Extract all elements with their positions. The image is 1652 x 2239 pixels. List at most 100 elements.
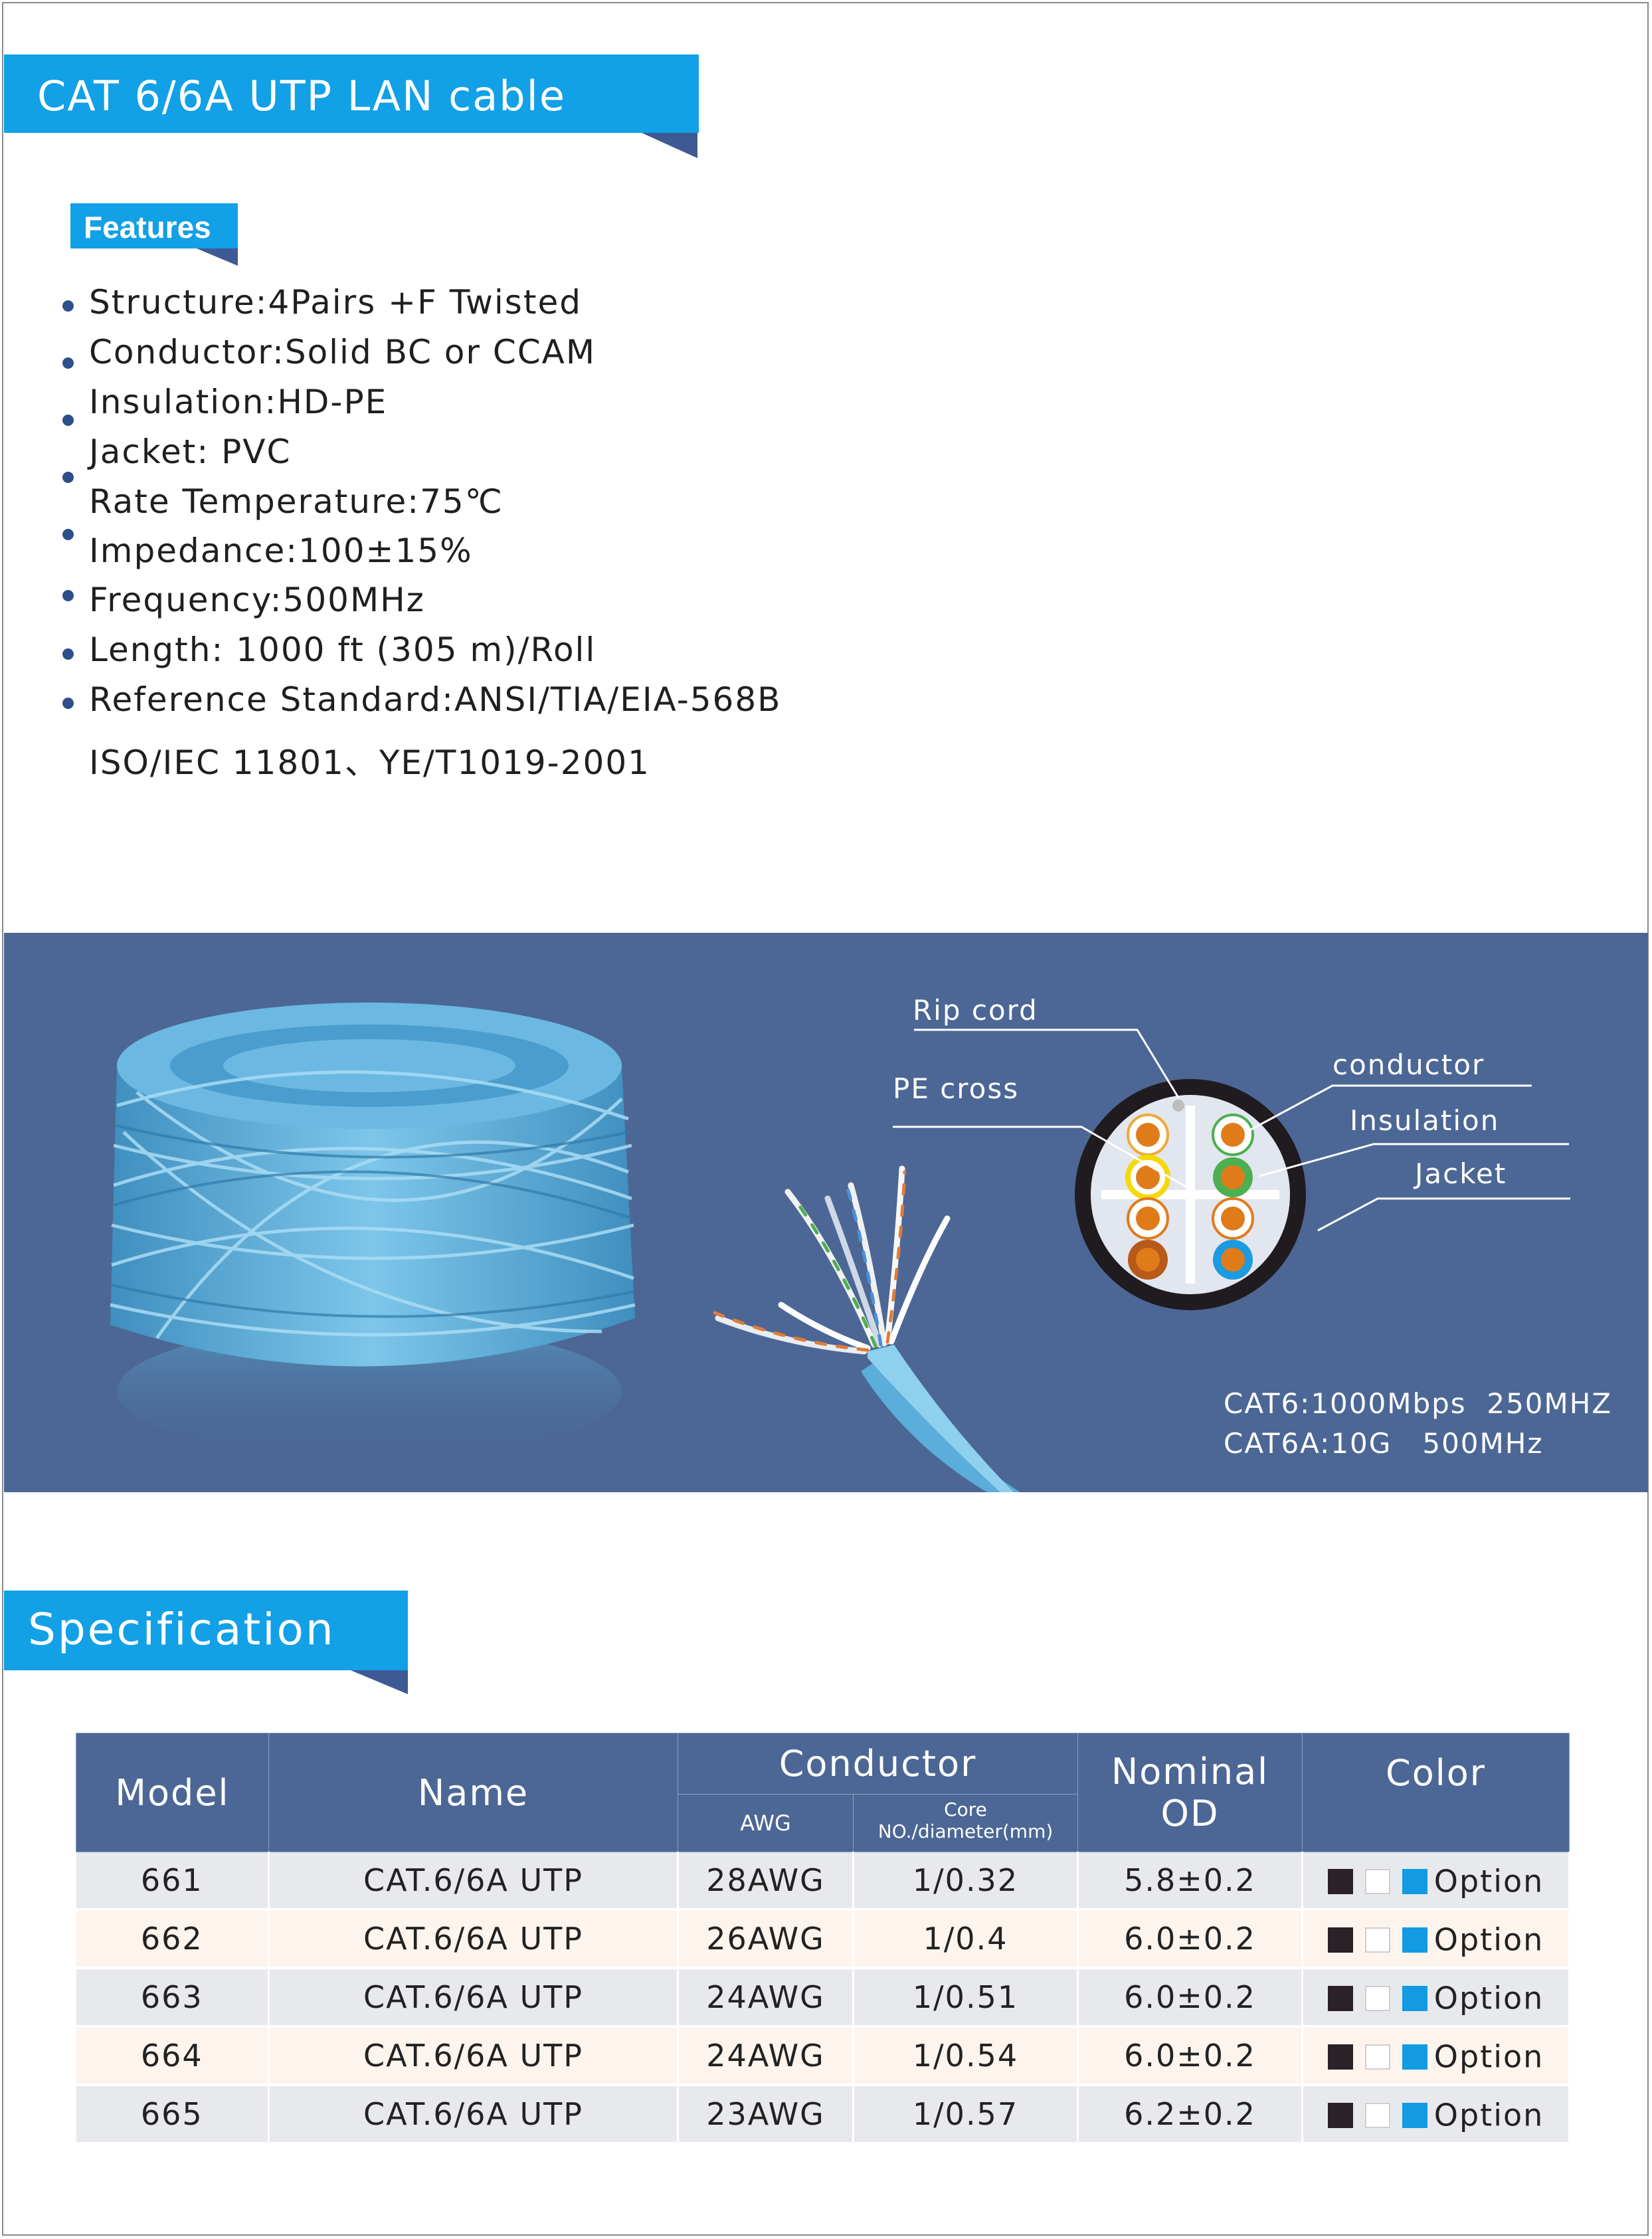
feature-item: ISO/IEC 11801、YE/T1019-2001 [89, 743, 650, 782]
color-option: Option [1433, 1921, 1544, 1958]
white-swatch [1364, 1868, 1390, 1894]
cell-model: 662 [76, 1909, 270, 1969]
table-row: 665 CAT.6/6A UTP 23AWG 1/0.57 6.2±0.2 Op… [76, 2085, 1571, 2145]
specification-banner: Specification [4, 1591, 408, 1670]
features-tag: Features [70, 203, 238, 248]
feature-item: Structure:4Pairs +F Twisted [89, 283, 582, 322]
color-option: Option [1433, 2038, 1544, 2075]
bullet-icon [62, 415, 74, 426]
table-row: 661 CAT.6/6A UTP 28AWG 1/0.32 5.8±0.2 Op… [76, 1852, 1571, 1911]
blue-swatch [1402, 1985, 1427, 2011]
feature-item: Conductor:Solid BC or CCAM [89, 333, 597, 371]
bullet-icon [62, 357, 74, 369]
cell-awg: 24AWG [678, 1968, 854, 2028]
cell-core: 1/0.51 [853, 1968, 1079, 2028]
color-option: Option [1433, 1980, 1544, 2016]
cell-core: 1/0.57 [853, 2085, 1079, 2145]
bullet-icon [62, 300, 74, 312]
bullet-icon [62, 698, 74, 709]
cell-model: 661 [76, 1852, 270, 1911]
cell-model: 665 [76, 2085, 270, 2145]
speed-cat6: CAT6:1000Mbps 250MHZ [1224, 1387, 1613, 1420]
specification-table: Model Name Conductor Nominal OD Color AW… [76, 1733, 1571, 2145]
header-core: Core NO./diameter(mm) [852, 1794, 1079, 1852]
cell-od: 6.0±0.2 [1077, 1968, 1304, 2028]
header-nominal-od: Nominal OD [1077, 1733, 1303, 1852]
cell-awg: 28AWG [678, 1852, 854, 1911]
table-row: 663 CAT.6/6A UTP 24AWG 1/0.51 6.0±0.2 Op… [76, 1968, 1571, 2028]
cell-color: Option [1302, 1852, 1571, 1911]
label-jacket: Jacket [1415, 1157, 1507, 1190]
white-swatch [1364, 2044, 1390, 2070]
blue-swatch [1402, 1868, 1427, 1894]
cell-core: 1/0.54 [853, 2026, 1079, 2086]
black-swatch [1327, 1927, 1353, 1953]
bullet-icon [62, 529, 74, 540]
blue-swatch [1402, 1927, 1427, 1953]
feature-item: Impedance:100±15% [89, 532, 473, 570]
bullet-icon [62, 472, 74, 483]
features-tag-fold [197, 248, 238, 266]
table-row: 662 CAT.6/6A UTP 26AWG 1/0.4 6.0±0.2 Opt… [76, 1909, 1571, 1969]
cell-color: Option [1302, 1909, 1571, 1969]
feature-item: Frequency:500MHz [89, 581, 425, 619]
header-model: Model [76, 1733, 269, 1852]
cell-core: 1/0.4 [853, 1909, 1079, 1969]
header-name: Name [268, 1733, 678, 1852]
header-awg: AWG [678, 1794, 854, 1852]
features-label: Features [84, 210, 211, 244]
bullet-icon [62, 648, 74, 660]
page-title: CAT 6/6A UTP LAN cable [37, 72, 566, 120]
product-band: Rip cord PE cross conductor Insulation J… [4, 933, 1648, 1492]
label-pe-cross: PE cross [893, 1072, 1020, 1105]
specification-title: Specification [28, 1604, 335, 1655]
cell-awg: 26AWG [678, 1909, 854, 1969]
black-swatch [1327, 2102, 1353, 2128]
blue-swatch [1402, 2044, 1427, 2070]
label-rip-cord: Rip cord [913, 994, 1038, 1026]
header-conductor: Conductor [677, 1733, 1079, 1795]
black-swatch [1327, 1985, 1353, 2011]
white-swatch [1364, 1985, 1390, 2011]
bullet-icon [62, 590, 74, 601]
cell-od: 5.8±0.2 [1077, 1852, 1304, 1911]
title-banner-fold [642, 133, 697, 158]
cell-od: 6.0±0.2 [1077, 2026, 1304, 2086]
feature-item: Insulation:HD-PE [89, 383, 388, 421]
cable-illustration [110, 1003, 1570, 1492]
cell-model: 664 [76, 2026, 270, 2086]
cell-awg: 23AWG [678, 2085, 854, 2145]
label-insulation: Insulation [1350, 1104, 1500, 1137]
cell-awg: 24AWG [678, 2026, 854, 2086]
feature-item: Jacket: PVC [89, 433, 292, 471]
cell-name: CAT.6/6A UTP [268, 1968, 679, 2028]
black-swatch [1327, 2044, 1353, 2070]
cable-cross-section [1075, 1079, 1306, 1310]
label-conductor: conductor [1332, 1048, 1485, 1081]
cable-end-image [713, 1165, 1020, 1492]
white-swatch [1364, 2102, 1390, 2128]
cell-name: CAT.6/6A UTP [268, 1852, 679, 1911]
cell-od: 6.2±0.2 [1077, 2085, 1304, 2145]
blue-swatch [1402, 2102, 1427, 2128]
feature-item: Rate Temperature:75℃ [89, 482, 504, 521]
title-banner: CAT 6/6A UTP LAN cable [4, 54, 699, 133]
color-option: Option [1433, 2097, 1544, 2133]
callout-lines [893, 1028, 1570, 1232]
white-swatch [1364, 1927, 1390, 1953]
cell-color: Option [1302, 2026, 1571, 2086]
cell-name: CAT.6/6A UTP [268, 2026, 679, 2086]
specification-banner-fold [351, 1670, 408, 1694]
cell-color: Option [1302, 2085, 1571, 2145]
speed-cat6a: CAT6A:10G 500MHz [1224, 1427, 1544, 1460]
table-row: 664 CAT.6/6A UTP 24AWG 1/0.54 6.0±0.2 Op… [76, 2026, 1571, 2086]
cell-name: CAT.6/6A UTP [268, 1909, 679, 1969]
cell-core: 1/0.32 [853, 1852, 1079, 1911]
cell-od: 6.0±0.2 [1077, 1909, 1304, 1969]
color-option: Option [1433, 1863, 1544, 1899]
feature-item: Reference Standard:ANSI/TIA/EIA-568B [89, 680, 782, 719]
feature-item: Length: 1000 ft (305 m)/Roll [89, 631, 597, 669]
black-swatch [1327, 1868, 1353, 1894]
header-color: Color [1302, 1733, 1570, 1852]
